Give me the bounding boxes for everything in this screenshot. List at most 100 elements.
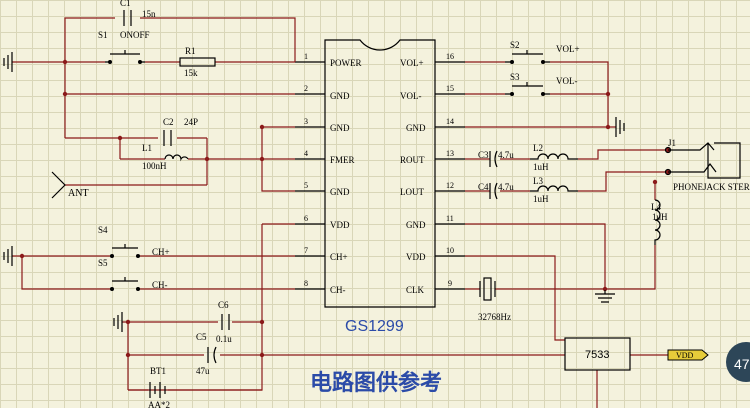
ant-label: ANT	[68, 188, 89, 199]
vdd-port: VDD	[667, 349, 709, 361]
pin-num-4: 4	[304, 149, 308, 158]
pin-name-3: GND	[330, 123, 350, 133]
inductor-l4: L4 1uH	[651, 199, 668, 245]
inductor-l2: L2 1uH	[530, 143, 578, 172]
s1-val: ONOFF	[120, 30, 150, 40]
pin-num-16: 16	[446, 52, 454, 61]
s2-label: VOL+	[556, 44, 580, 54]
c3-ref: C3	[478, 150, 489, 160]
ic-pin-stubs	[295, 61, 465, 290]
capacitor-c4: C4 4.7u	[478, 182, 514, 200]
s1-ref: S1	[98, 30, 108, 40]
switch-s3: S3 VOL-	[505, 72, 578, 96]
s4-ref: S4	[98, 225, 108, 235]
pin-name-2: GND	[330, 91, 350, 101]
c1-ref: C1	[120, 0, 131, 8]
c1-val: 15n	[142, 9, 156, 19]
corner-badge-text: 47	[734, 356, 750, 372]
pin-num-13: 13	[446, 149, 454, 158]
pin-num-6: 6	[304, 214, 308, 223]
s2-ref: S2	[510, 40, 520, 50]
l4-val: 1uH	[652, 212, 668, 222]
switch-s4: S4 CH+	[98, 225, 170, 258]
pin-name-16: VOL+	[400, 58, 424, 68]
switch-s1: S1 ONOFF	[98, 30, 150, 64]
pin-name-8: CH-	[330, 285, 346, 295]
pin-name-9: CLK	[406, 285, 425, 295]
pin-name-11: GND	[406, 220, 426, 230]
s3-ref: S3	[510, 72, 520, 82]
pin-num-8: 8	[304, 279, 308, 288]
inductor-l3: L3 1uH	[530, 176, 578, 204]
c5-ref: C5	[196, 332, 207, 342]
pin-name-7: CH+	[330, 252, 348, 262]
c5-val: 47u	[196, 366, 210, 376]
ground-icon-left-mid	[3, 246, 13, 266]
j1-ref: J1	[668, 138, 676, 148]
inductor-l1: L1 100nH	[142, 143, 189, 171]
pin-num-11: 11	[446, 214, 454, 223]
c2-val: 24P	[184, 117, 198, 127]
phonejack-icon: J1 PHONEJACK STER	[664, 138, 750, 192]
resistor-r1: R1 15k	[179, 46, 216, 78]
pin-num-10: 10	[446, 246, 454, 255]
c6-ref: C6	[218, 300, 229, 310]
switch-s2: S2 VOL+	[505, 40, 580, 64]
c2-ref: C2	[163, 117, 174, 127]
corner-badge: 47	[726, 342, 750, 382]
pin-name-10: VDD	[406, 252, 426, 262]
pin-num-15: 15	[446, 84, 454, 93]
left-wiring	[12, 17, 565, 391]
junction-dots	[19, 59, 671, 358]
ch-minus-label: CH-	[152, 280, 168, 290]
l2-ref: L2	[533, 143, 543, 153]
pin-name-5: GND	[330, 187, 350, 197]
ground-icon-left-top	[3, 52, 13, 72]
ic-right-pins: VOL+ VOL- GND ROUT LOUT GND VDD CLK 16 1…	[400, 52, 454, 295]
vdd-port-label: VDD	[676, 351, 694, 360]
s5-ref: S5	[98, 258, 108, 268]
crystal-val: 32768Hz	[478, 312, 511, 322]
r1-ref: R1	[185, 46, 196, 56]
pin-num-12: 12	[446, 181, 454, 190]
pin-num-7: 7	[304, 246, 308, 255]
l1-ref: L1	[142, 143, 152, 153]
ic-left-pins: POWER GND GND FMER GND VDD CH+ CH- 1 2 3…	[304, 52, 362, 295]
j1-val: PHONEJACK STER	[673, 182, 750, 192]
c3-val: 4.7u	[498, 150, 514, 160]
pin-name-1: POWER	[330, 58, 362, 68]
l4-ref: L4	[651, 202, 661, 212]
ch-plus-label: CH+	[152, 247, 170, 257]
l1-val: 100nH	[142, 161, 167, 171]
c4-val: 4.7u	[498, 182, 514, 192]
switch-s5: S5 CH-	[98, 258, 168, 291]
caption-text: 电路图供参考	[310, 370, 442, 396]
r1-val: 15k	[184, 68, 198, 78]
ic-name: GS1299	[345, 318, 404, 335]
l3-ref: L3	[533, 176, 543, 186]
capacitor-c2: C2 24P	[163, 117, 198, 146]
ground-icon-clk-gnd	[595, 290, 615, 303]
pin-num-9: 9	[448, 279, 452, 288]
pin-name-6: VDD	[330, 220, 350, 230]
l3-val: 1uH	[533, 194, 549, 204]
crystal-icon: 32768Hz	[478, 277, 511, 322]
right-wiring	[465, 61, 668, 408]
c4-ref: C4	[478, 182, 489, 192]
pin-num-1: 1	[304, 52, 308, 61]
pin-name-13: ROUT	[400, 155, 425, 165]
pin-name-12: LOUT	[400, 187, 424, 197]
battery-bt1: BT1 AA*2	[148, 366, 170, 408]
pin-num-5: 5	[304, 181, 308, 190]
regulator-7533: 7533	[564, 337, 631, 371]
pin-num-2: 2	[304, 84, 308, 93]
capacitor-c3: C3 4.7u	[478, 150, 514, 168]
c6-val: 0.1u	[216, 334, 232, 344]
capacitor-c5: C5 47u	[196, 332, 217, 376]
capacitor-c1: C1 15n	[120, 0, 156, 26]
ic-body	[324, 39, 436, 308]
bt1-ref: BT1	[150, 366, 166, 376]
pin-num-3: 3	[304, 117, 308, 126]
